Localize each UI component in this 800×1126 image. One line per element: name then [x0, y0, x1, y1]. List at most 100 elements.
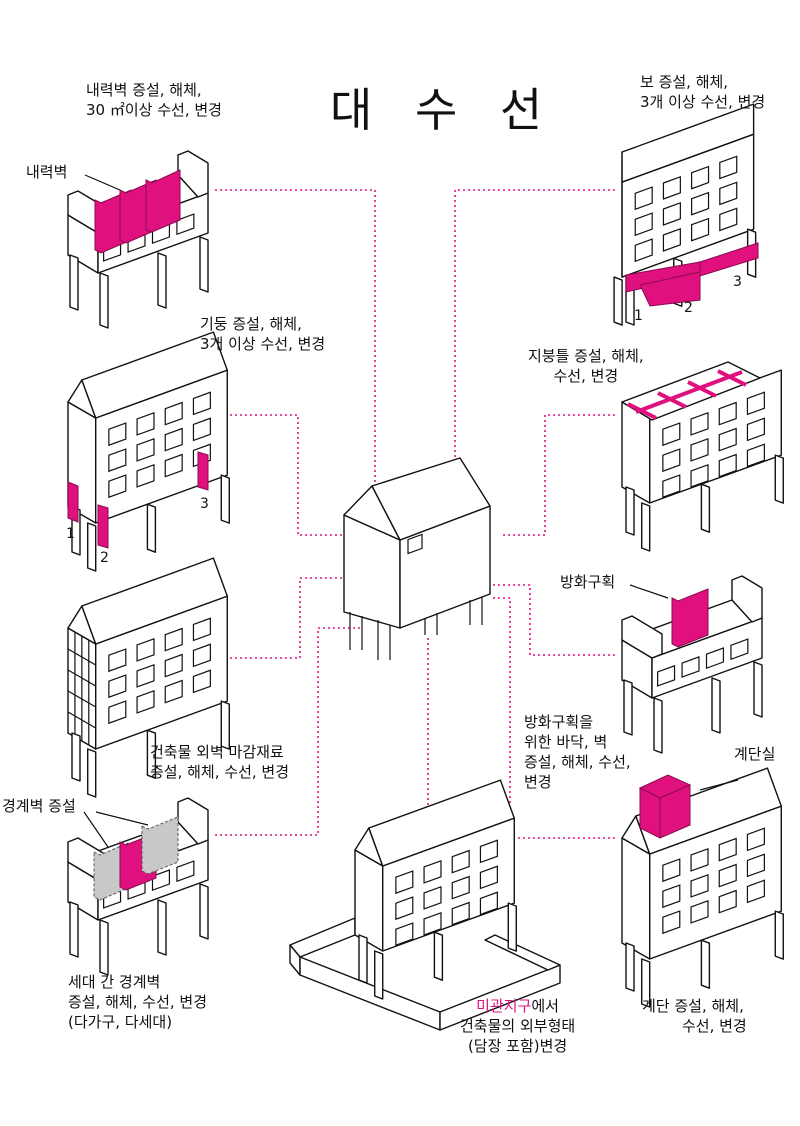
- building-landscape: [289, 917, 561, 1031]
- column: [625, 942, 635, 992]
- center-building: [343, 457, 491, 660]
- window: [730, 638, 749, 661]
- window: [479, 891, 498, 916]
- column: [641, 502, 651, 552]
- window: [690, 463, 709, 488]
- window: [719, 181, 738, 206]
- window: [662, 201, 681, 226]
- window: [690, 873, 709, 898]
- building-party-wall: [67, 797, 209, 976]
- window: [136, 689, 155, 714]
- label-line: 수선, 변경: [553, 367, 619, 385]
- window: [657, 664, 676, 687]
- grid-line: [67, 669, 97, 687]
- label-line: 건축물 외벽 마감재료: [150, 743, 284, 761]
- window: [108, 422, 127, 447]
- connector-load-wall: [215, 189, 376, 482]
- window: [634, 238, 653, 263]
- label-line: 증설, 해체, 수선, 변경: [68, 993, 208, 1011]
- parapet-left: [621, 615, 663, 659]
- window: [108, 648, 127, 673]
- window: [662, 858, 681, 883]
- column: [433, 931, 444, 981]
- column-number-3: 3: [200, 496, 209, 512]
- label-line: 변경: [524, 773, 552, 791]
- window: [718, 837, 737, 862]
- highlight-element: [97, 504, 109, 549]
- column: [71, 732, 81, 782]
- window: [136, 437, 155, 462]
- column: [99, 272, 109, 329]
- column: [625, 486, 635, 536]
- column: [653, 697, 663, 754]
- window: [746, 879, 765, 904]
- column: [711, 677, 721, 734]
- column: [358, 934, 368, 984]
- highlight-element: [699, 242, 759, 277]
- column-number-2: 2: [100, 550, 109, 566]
- diagram-title: 대 수 선: [330, 83, 557, 137]
- callout-stair: 계단실: [734, 745, 776, 763]
- window: [176, 860, 195, 883]
- connector-beam: [454, 189, 615, 470]
- column: [157, 252, 167, 309]
- label-line: 세대 간 경계벽: [68, 973, 161, 991]
- label-line: 3개 이상 수선, 변경: [200, 335, 326, 353]
- connector-exterior: [215, 577, 344, 659]
- column: [69, 254, 79, 311]
- building-roof-frame: [621, 361, 784, 552]
- column: [774, 454, 784, 504]
- column: [146, 503, 157, 553]
- window: [395, 922, 414, 947]
- window: [691, 165, 710, 190]
- grid-line: [67, 690, 97, 708]
- window: [164, 679, 183, 704]
- window: [164, 453, 183, 478]
- label-line: (담장 포함)변경: [467, 1037, 568, 1055]
- roof: [368, 779, 515, 867]
- window: [719, 207, 738, 232]
- window: [662, 910, 681, 935]
- label-line: 방화구획을: [524, 713, 594, 731]
- connector-column: [215, 414, 344, 536]
- label-party-wall: 세대 간 경계벽 증설, 해체, 수선, 변경 (다가구, 다세대): [68, 972, 207, 1032]
- window: [746, 417, 765, 442]
- window: [681, 656, 700, 678]
- highlight-element: [145, 169, 181, 233]
- label-column: 기둥 증설, 해체, 3개 이상 수선, 변경: [200, 314, 325, 354]
- column: [774, 910, 784, 960]
- label-line: 지붕틀 증설, 해체,: [528, 347, 644, 365]
- center-windows: [407, 533, 423, 555]
- window: [634, 212, 653, 237]
- window: [451, 875, 470, 900]
- window: [423, 859, 442, 884]
- label-line: 내력벽 증설, 해체,: [86, 81, 202, 99]
- beam-number-1: 1: [634, 308, 643, 324]
- window: [479, 865, 498, 890]
- label-line: (다가구, 다세대): [68, 1013, 173, 1031]
- window: [479, 839, 498, 864]
- window: [423, 911, 442, 936]
- label-roof-frame: 지붕틀 증설, 해체, 수선, 변경: [528, 346, 644, 386]
- fence: [439, 964, 561, 1031]
- highlight-element: [197, 451, 209, 491]
- window: [395, 870, 414, 895]
- callout-fire-compartment: 방화구획: [560, 573, 616, 591]
- label-line: 수선, 변경: [682, 1017, 747, 1035]
- window: [136, 663, 155, 688]
- fence: [289, 917, 356, 958]
- label-suffix: 에서: [531, 997, 559, 1015]
- window: [176, 213, 195, 236]
- window: [662, 422, 681, 447]
- building-fire-compartment: [621, 575, 763, 754]
- window: [719, 155, 738, 180]
- window: [192, 417, 211, 442]
- roof: [81, 557, 228, 645]
- window: [164, 653, 183, 678]
- connector-stair: [492, 597, 615, 839]
- building-load-wall: [67, 150, 209, 329]
- roof-truss: [717, 369, 747, 387]
- column: [199, 883, 209, 940]
- callout-arrow: [83, 811, 149, 848]
